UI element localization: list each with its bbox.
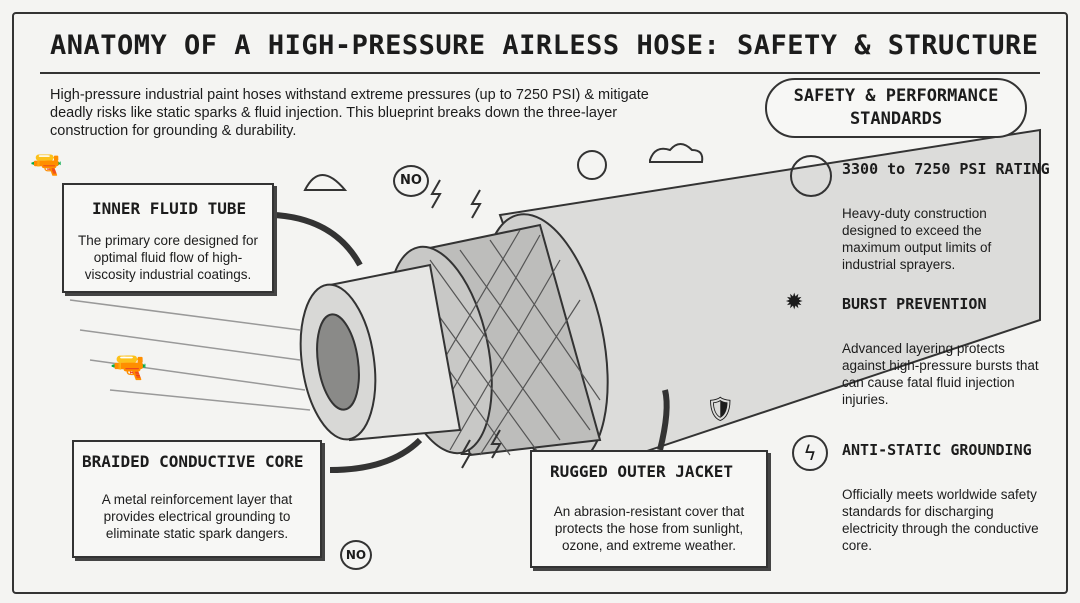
- callout-title: RUGGED OUTER JACKET: [550, 462, 734, 481]
- callout-text: An abrasion-resistant cover that protect…: [553, 504, 745, 553]
- callout-title: BRAIDED CONDUCTIVE CORE: [82, 452, 304, 471]
- standard-title: 3300 to 7250 PSI RATING: [842, 160, 1050, 178]
- page-title: ANATOMY OF A HIGH-PRESSURE AIRLESS HOSE:…: [50, 30, 1039, 61]
- standard-title: ANTI-STATIC GROUNDING: [842, 441, 1032, 459]
- spray-gun-icon: 🔫: [110, 350, 148, 385]
- intro-text: High-pressure industrial paint hoses wit…: [50, 87, 649, 139]
- title-underline: [40, 72, 1040, 74]
- motion-lines: [69, 299, 311, 411]
- callout-text: A metal reinforcement layer that provide…: [101, 492, 293, 541]
- no-sign-icon: NO: [393, 165, 429, 197]
- callout-inner-fluid-tube: INNER FLUID TUBE The primary core design…: [62, 183, 274, 293]
- standard-text: Advanced layering protects against high-…: [842, 341, 1039, 407]
- standards-heading: SAFETY & PERFORMANCE STANDARDS: [765, 78, 1027, 138]
- lightning-ground-icon: ϟ: [792, 435, 828, 471]
- border-frame: [12, 12, 1068, 594]
- no-sign-icon: NO: [340, 540, 372, 570]
- arrow-braid: [329, 437, 423, 473]
- standard-title: BURST PREVENTION: [842, 295, 987, 313]
- standard-text: Officially meets worldwide safety standa…: [842, 487, 1039, 553]
- callout-rugged-outer-jacket: RUGGED OUTER JACKET An abrasion-resistan…: [530, 450, 768, 568]
- standard-text: Heavy-duty construction designed to exce…: [842, 206, 992, 272]
- callout-text: The primary core designed for optimal fl…: [77, 233, 259, 282]
- pressure-gauge-icon: [790, 155, 832, 197]
- arrow-outer: [657, 389, 670, 451]
- spray-gun-icon: 🔫: [30, 150, 63, 180]
- shield-check-icon: 🛡: [705, 395, 736, 423]
- callout-braided-conductive-core: BRAIDED CONDUCTIVE CORE A metal reinforc…: [72, 440, 322, 558]
- callout-title: INNER FLUID TUBE: [92, 199, 247, 218]
- burst-pipe-icon: ✹: [785, 290, 804, 315]
